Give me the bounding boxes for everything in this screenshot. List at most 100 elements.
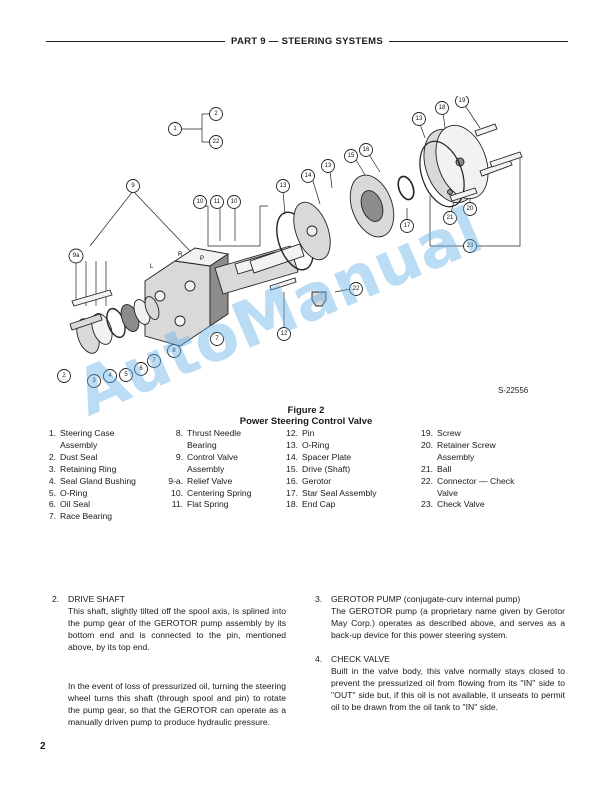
svg-text:12: 12 (281, 331, 288, 337)
figure-label: Figure 2 (287, 405, 325, 416)
callout-18: 18 (435, 101, 449, 115)
callout-10-right: 10 (227, 195, 241, 209)
callout-15: 15 (344, 149, 358, 163)
callout-23: 23 (463, 239, 477, 253)
parts-list-item: 1.Steering Case (48, 428, 115, 438)
svg-text:11: 11 (214, 199, 221, 205)
parts-list-item: 15.Drive (Shaft) (286, 463, 351, 474)
page-number: 2 (40, 741, 46, 752)
callout-2: 2 (209, 107, 223, 121)
parts-list-item: 21.Ball (421, 463, 452, 474)
section-heading-drive-shaft: 2.DRIVE SHAFT (52, 594, 125, 604)
parts-list-item: 9-a.Relief Valve (168, 475, 233, 486)
parts-list-item-cont: Assembly (187, 463, 225, 474)
parts-list-item: 6.Oil Seal (48, 499, 91, 510)
exploded-view-illustration: L R P (57, 94, 523, 388)
callout-17: 17 (400, 219, 414, 233)
callout-2-bottom: 2 (57, 369, 71, 383)
steering-case-body (144, 247, 230, 347)
svg-text:3: 3 (92, 378, 96, 384)
parts-list-col3: 12.Pin 13.O-Ring 14.Spacer Plate 15.Driv… (280, 428, 410, 511)
callout-7: 7 (147, 354, 161, 368)
parts-list-item: 16.Gerotor (286, 475, 332, 486)
screws-shape (449, 123, 523, 202)
parts-list-item-cont: Assembly (437, 451, 475, 462)
parts-list-item: 8.Thrust Needle (175, 428, 241, 438)
svg-text:21: 21 (447, 215, 454, 221)
parts-list-item: 12.Pin (286, 428, 315, 438)
svg-text:20: 20 (467, 206, 474, 212)
parts-list-item-cont: Assembly (60, 439, 98, 450)
ball-shape (447, 189, 453, 195)
pin-shape (269, 277, 297, 291)
callout-11: 11 (210, 195, 224, 209)
parts-list-item: 13.O-Ring (286, 439, 330, 450)
callout-9: 9 (126, 179, 140, 193)
svg-text:10: 10 (231, 199, 238, 205)
svg-text:4: 4 (108, 373, 112, 379)
callout-5: 5 (119, 368, 133, 382)
drive-shaft-paragraph-2: In the event of loss of pressurized oil,… (68, 681, 286, 727)
port-label-r: R (178, 252, 183, 258)
figure-reference-id: S-22556 (498, 386, 529, 395)
parts-list-item: 20.Retainer Screw (421, 439, 496, 450)
callout-22: 22 (349, 282, 363, 296)
svg-text:22: 22 (353, 286, 360, 292)
parts-list-item-cont: Valve (437, 487, 458, 498)
svg-text:5: 5 (124, 372, 128, 378)
svg-text:19: 19 (459, 98, 466, 104)
callout-13-c: 13 (412, 112, 426, 126)
body-column-right: 3.GEROTOR PUMP (conjugate-curv internal … (315, 593, 565, 713)
svg-text:16: 16 (363, 147, 370, 153)
parts-list-item: 17.Star Seal Assembly (286, 487, 377, 498)
parts-list-item: 9.Control Valve (175, 451, 238, 462)
section-heading-check-valve: 4.CHECK VALVE (315, 654, 390, 664)
svg-text:1: 1 (173, 126, 177, 132)
relief-valve-shape (69, 289, 113, 331)
port-label-l: L (150, 264, 154, 270)
svg-text:15: 15 (348, 153, 355, 159)
section-heading-gerotor-pump: 3.GEROTOR PUMP (conjugate-curv internal … (315, 594, 521, 604)
page-header: PART 9 — STEERING SYSTEMS (46, 36, 568, 47)
parts-list-item: 7.Race Bearing (48, 511, 113, 522)
parts-list-col1: 1.Steering Case Assembly 2.Dust Seal 3.R… (42, 428, 162, 523)
parts-list-item: 10.Centering Spring (171, 487, 252, 498)
section-title: PART 9 — STEERING SYSTEMS (231, 36, 383, 47)
svg-text:14: 14 (305, 173, 312, 179)
parts-list-item: 3.Retaining Ring (48, 463, 117, 474)
callout-14: 14 (301, 169, 315, 183)
callout-12: 12 (277, 327, 291, 341)
parts-list-item: 11.Flat Spring (171, 499, 229, 510)
svg-text:6: 6 (139, 366, 143, 372)
callout-9a: 9a (68, 248, 84, 264)
parts-list-col2: 8.Thrust Needle Bearing 9.Control Valve … (163, 428, 283, 511)
header-rule-left (46, 41, 226, 42)
callout-10-left: 10 (193, 195, 207, 209)
svg-text:17: 17 (404, 223, 411, 229)
callout-22-top: 22 (209, 135, 223, 149)
svg-text:7: 7 (215, 336, 219, 342)
callout-16: 16 (359, 143, 373, 157)
check-valve-connector-shape (311, 291, 327, 307)
parts-list-item: 19.Screw (421, 428, 461, 438)
parts-list-item: 23.Check Valve (421, 499, 485, 510)
body-column-left: 2.DRIVE SHAFT This shaft, slightly tilte… (52, 593, 286, 728)
svg-text:7: 7 (152, 358, 156, 364)
callout-13-b: 13 (321, 159, 335, 173)
header-rule-right (388, 41, 568, 42)
svg-text:2: 2 (214, 111, 218, 117)
callout-1: 1 (168, 122, 182, 136)
svg-text:13: 13 (325, 163, 332, 169)
svg-text:8: 8 (172, 348, 176, 354)
parts-list-item: 22.Connector — Check (421, 475, 515, 486)
callout-8: 8 (167, 344, 181, 358)
parts-list-item: 4.Seal Gland Bushing (48, 475, 136, 486)
drive-shaft-paragraph-1: This shaft, slightly tilted off the spoo… (68, 606, 286, 652)
callout-4: 4 (103, 369, 117, 383)
parts-list-item: 2.Dust Seal (48, 451, 98, 462)
svg-text:22: 22 (213, 139, 220, 145)
callout-3: 3 (87, 374, 101, 388)
drive-shaft (249, 243, 305, 274)
parts-list-item-cont: Bearing (187, 439, 217, 450)
parts-list-item: 5.O-Ring (48, 487, 88, 498)
